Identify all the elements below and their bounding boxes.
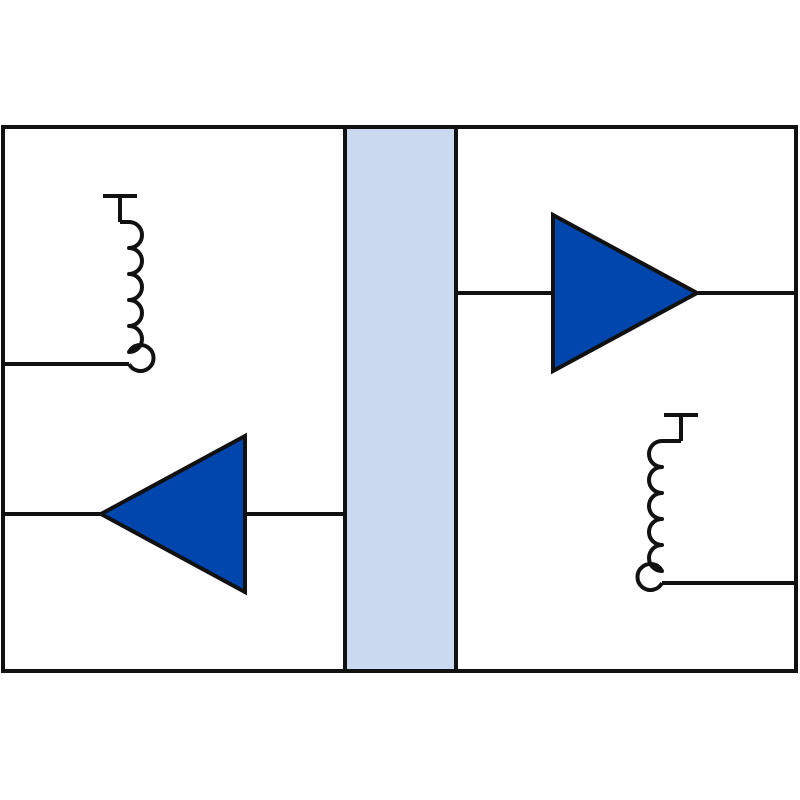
left-amplifier-icon: [3, 432, 345, 596]
right-inductor-icon: [635, 413, 796, 592]
right-amplifier-icon: [456, 211, 796, 375]
center-isolation-bar: [343, 125, 458, 673]
left-inductor-icon: [3, 194, 156, 373]
